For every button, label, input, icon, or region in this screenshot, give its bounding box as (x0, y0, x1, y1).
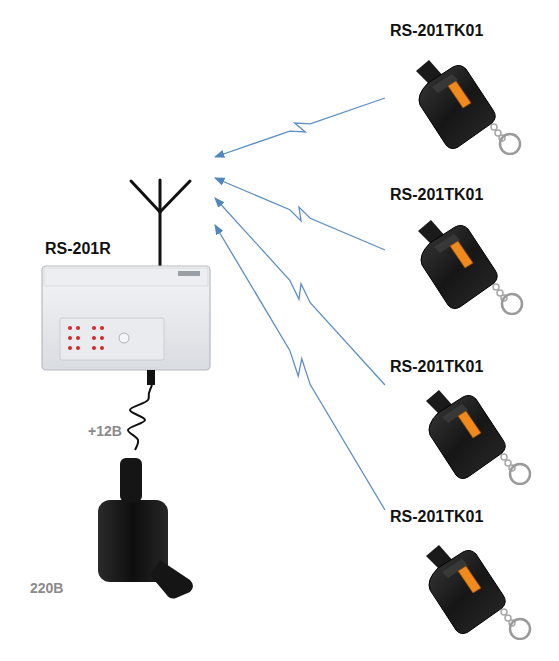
radio-link (215, 198, 385, 385)
led (92, 326, 96, 330)
adapter-prong (150, 560, 193, 599)
receiver-button (119, 333, 129, 343)
antenna-arm (160, 181, 190, 212)
led (92, 346, 96, 350)
led (92, 336, 96, 340)
key-fob-transmitter: RS-201TK01 (385, 180, 525, 320)
power-adapter: 220B (25, 450, 200, 610)
radio-link (215, 178, 385, 250)
device-label: RS-201TK01 (390, 508, 483, 526)
led-grid (68, 326, 104, 350)
antenna (131, 180, 190, 268)
key-fob (426, 390, 530, 484)
led (68, 346, 72, 350)
key-fob-transmitter: RS-201TK01 (385, 355, 525, 490)
antenna-mast (159, 180, 162, 268)
device-label: RS-201R (45, 240, 111, 258)
voltage-label: +12B (88, 423, 122, 439)
power-plug (147, 370, 155, 385)
antenna-arm (131, 181, 160, 212)
key-fob (426, 545, 530, 639)
power-cable (128, 385, 152, 450)
led (100, 336, 104, 340)
led (76, 336, 80, 340)
led (68, 326, 72, 330)
device-label: RS-201TK01 (390, 358, 483, 376)
adapter-neck (120, 458, 142, 502)
receiver-top-strip (44, 268, 208, 286)
radio-link (215, 225, 385, 510)
receiver-unit: RS-201R (40, 150, 215, 385)
led (68, 336, 72, 340)
key-fob (416, 60, 520, 154)
led (76, 326, 80, 330)
receiver-panel (60, 318, 164, 360)
device-label: RS-201TK01 (390, 22, 483, 40)
led (76, 346, 80, 350)
device-label: RS-201TK01 (390, 186, 483, 204)
key-fob (418, 220, 522, 314)
receiver-badge (178, 271, 200, 276)
receiver-case (42, 266, 210, 370)
led (100, 326, 104, 330)
led (100, 346, 104, 350)
key-fob-transmitter: RS-201TK01 (385, 505, 525, 645)
radio-link (215, 98, 385, 157)
key-fob-transmitter: RS-201TK01 (385, 15, 525, 155)
device-label: 220B (30, 580, 63, 596)
